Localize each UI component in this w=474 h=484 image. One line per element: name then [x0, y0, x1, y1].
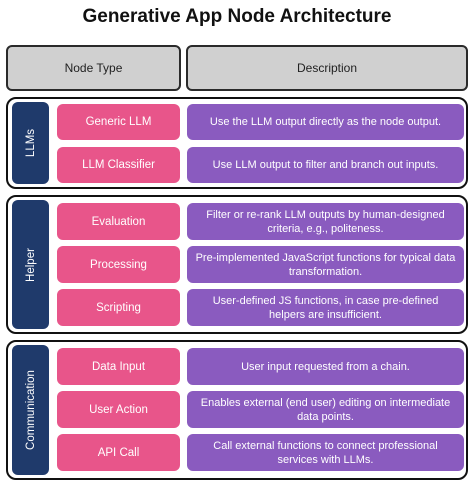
header-description: Description — [186, 45, 468, 91]
node-type-api-call: API Call — [57, 434, 180, 471]
node-type-scripting: Scripting — [57, 289, 180, 326]
group-label-llms: LLMs — [12, 102, 49, 184]
node-type-processing: Processing — [57, 246, 180, 283]
node-type-user-action: User Action — [57, 391, 180, 428]
description-user-action: Enables external (end user) editing on i… — [187, 391, 464, 428]
diagram-title: Generative App Node Architecture — [82, 6, 392, 27]
description-generic-llm: Use the LLM output directly as the node … — [187, 104, 464, 140]
node-type-data-input: Data Input — [57, 348, 180, 385]
node-type-evaluation: Evaluation — [57, 203, 180, 240]
node-type-llm-classifier: LLM Classifier — [57, 147, 180, 183]
description-api-call: Call external functions to connect profe… — [187, 434, 464, 471]
group-label-communication: Communication — [12, 345, 49, 475]
description-evaluation: Filter or re-rank LLM outputs by human-d… — [187, 203, 464, 240]
description-processing: Pre-implemented JavaScript functions for… — [187, 246, 464, 283]
description-data-input: User input requested from a chain. — [187, 348, 464, 385]
header-node-type: Node Type — [6, 45, 181, 91]
group-label-helper: Helper — [12, 200, 49, 329]
description-scripting: User-defined JS functions, in case pre-d… — [187, 289, 464, 326]
description-llm-classifier: Use LLM output to filter and branch out … — [187, 147, 464, 183]
node-type-generic-llm: Generic LLM — [57, 104, 180, 140]
